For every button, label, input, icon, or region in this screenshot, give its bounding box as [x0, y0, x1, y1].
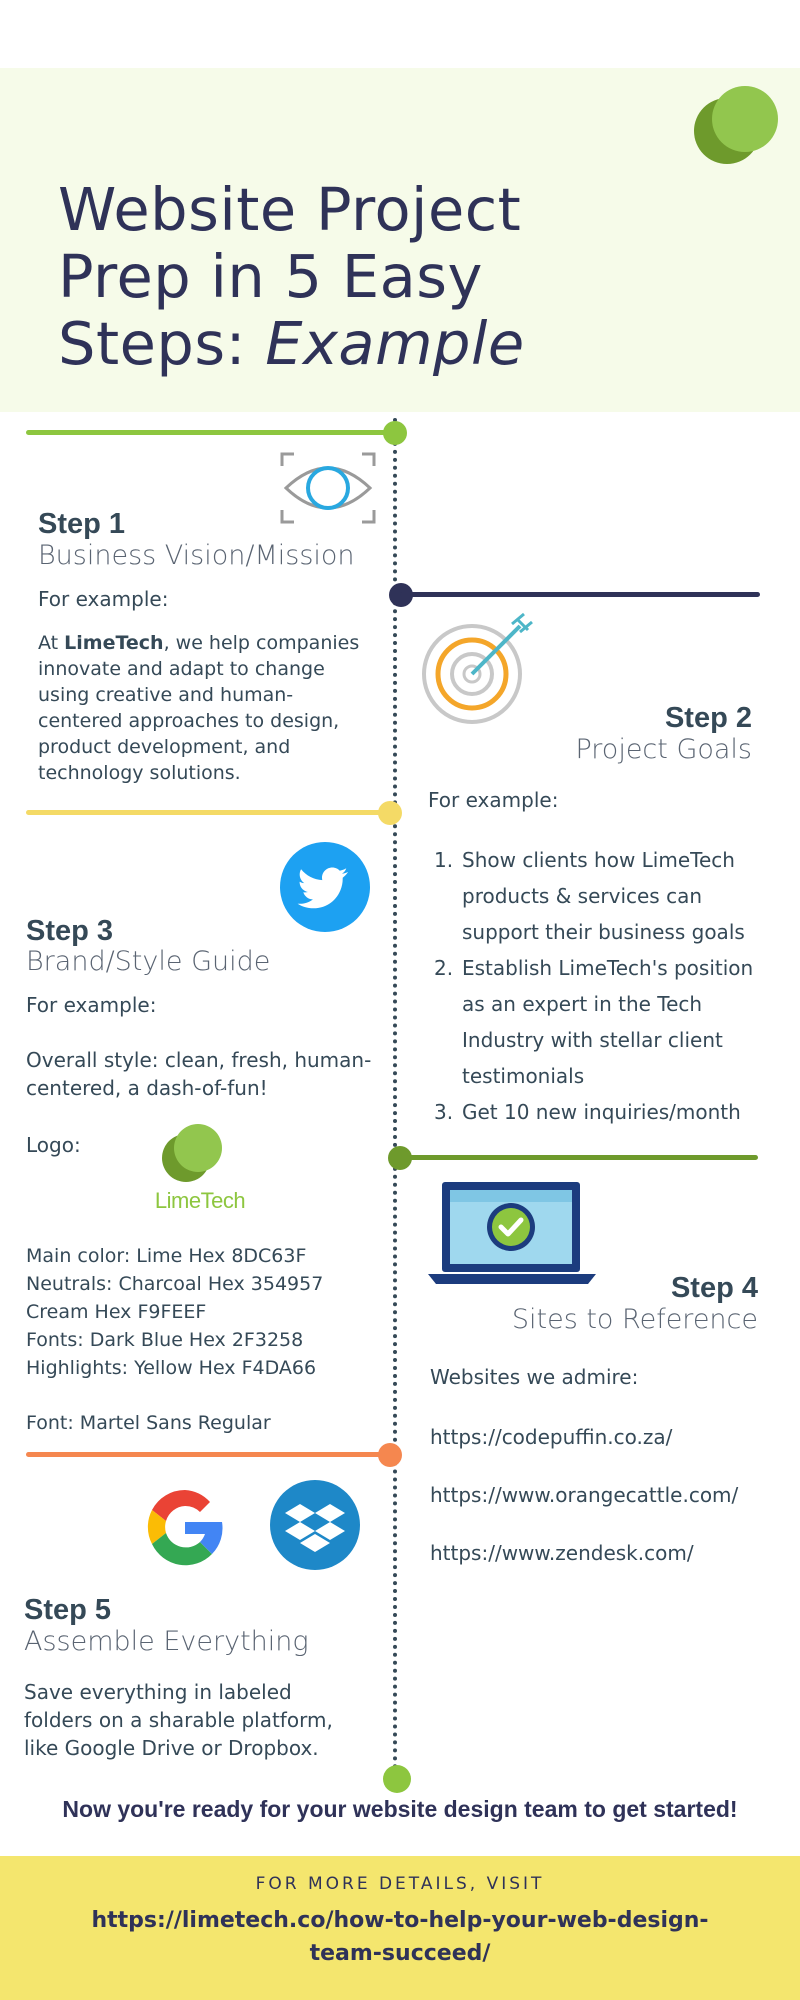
title-line-1: Website Project	[58, 175, 522, 244]
color-line: Neutrals: Charcoal Hex 354957	[26, 1273, 324, 1295]
step1-subtitle: Business Vision/Mission	[38, 540, 355, 571]
step4-sites: https://codepuffin.co.za/ https://www.or…	[430, 1422, 770, 1568]
step3-title: Step 3	[26, 915, 114, 947]
color-line: Cream Hex F9FEEF	[26, 1301, 207, 1323]
limetech-logo: LimeTech	[148, 1120, 248, 1220]
step5-title: Step 5	[24, 1594, 112, 1626]
step3-subtitle: Brand/Style Guide	[26, 946, 271, 977]
step4-intro: Websites we admire:	[430, 1365, 639, 1389]
target-icon	[422, 612, 533, 724]
step3-logo-label: Logo:	[26, 1133, 81, 1157]
list-item: 2.Establish LimeTech's position as an ex…	[434, 956, 754, 1088]
step1-timeline-dot	[383, 421, 407, 445]
step5-subtitle: Assemble Everything	[24, 1626, 309, 1657]
step2-title: Step 2	[664, 702, 752, 734]
step3-colors: Main color: Lime Hex 8DC63F Neutrals: Ch…	[26, 1242, 386, 1382]
step2-goals-list: 1.Show clients how LimeTech products & s…	[428, 842, 768, 1130]
step3-timeline-dot	[378, 801, 402, 825]
step1-title: Step 1	[38, 508, 126, 540]
color-line: Main color: Lime Hex 8DC63F	[26, 1245, 307, 1267]
logo-icon-highlight	[712, 86, 778, 152]
step2-subtitle: Project Goals	[575, 734, 752, 765]
footer-label: FOR MORE DETAILS, VISIT	[255, 1874, 545, 1894]
step4-title: Step 4	[670, 1272, 758, 1304]
color-line: Highlights: Yellow Hex F4DA66	[26, 1357, 317, 1379]
step5-divider	[26, 1452, 392, 1457]
closing-message: Now you're ready for your website design…	[62, 1796, 738, 1822]
step3-divider	[26, 810, 390, 815]
eye-icon	[280, 452, 376, 524]
step2-divider	[400, 592, 760, 597]
logo-wordmark: LimeTech	[154, 1188, 246, 1213]
title-line-2: Prep in 5 Easy	[58, 242, 483, 311]
step3-font: Font: Martel Sans Regular	[26, 1412, 271, 1434]
site-link[interactable]: https://www.zendesk.com/	[430, 1541, 694, 1565]
list-item: 3.Get 10 new inquiries/month	[434, 1100, 741, 1124]
twitter-icon	[280, 842, 370, 932]
step1-divider	[26, 430, 396, 435]
step4-subtitle: Sites to Reference	[511, 1304, 758, 1335]
step4-divider	[400, 1155, 758, 1160]
brand-name: LimeTech	[64, 632, 164, 654]
site-link[interactable]: https://codepuffin.co.za/	[430, 1425, 673, 1449]
step3-for-example: For example:	[26, 993, 157, 1017]
title-line-3: Steps: Example	[58, 309, 525, 378]
step1-text: At LimeTech, we help companies innovate …	[38, 632, 360, 784]
page-title: Website Project Prep in 5 Easy Steps: Ex…	[58, 176, 698, 377]
end-timeline-dot	[383, 1765, 411, 1793]
list-item: 1.Show clients how LimeTech products & s…	[434, 848, 745, 944]
laptop-check-icon	[428, 1182, 596, 1284]
hero-banner	[0, 68, 800, 412]
step3-style: Overall style: clean, fresh, human-cente…	[26, 1048, 372, 1100]
timeline-dotted-line	[393, 418, 397, 1770]
step5-text: Save everything in labeled folders on a …	[24, 1680, 333, 1760]
footer-link[interactable]: https://limetech.co/how-to-help-your-web…	[91, 1908, 709, 1966]
step1-for-example: For example:	[38, 587, 169, 611]
footer-banner	[0, 1856, 800, 2000]
step2-for-example: For example:	[428, 788, 559, 812]
site-link[interactable]: https://www.orangecattle.com/	[430, 1483, 739, 1507]
step5-timeline-dot	[378, 1443, 402, 1467]
google-icon	[147, 1489, 223, 1566]
title-emphasis: Example	[265, 309, 525, 378]
color-line: Fonts: Dark Blue Hex 2F3258	[26, 1329, 304, 1351]
dropbox-icon	[270, 1480, 360, 1570]
